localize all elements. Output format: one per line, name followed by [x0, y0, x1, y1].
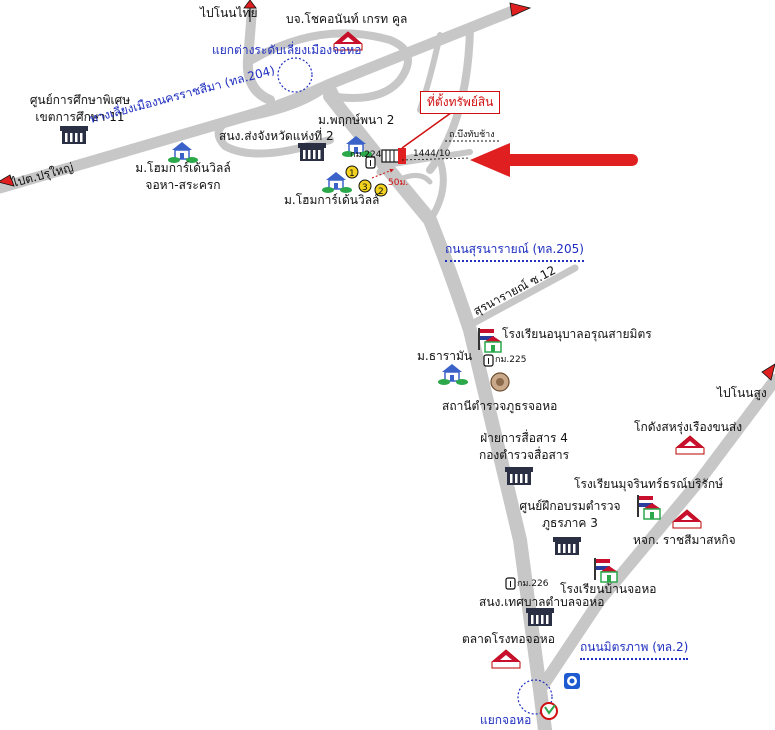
- house-icon: [437, 363, 469, 386]
- label-km225: กม.225: [495, 355, 527, 365]
- building-icon: [60, 126, 88, 144]
- svg-text:3: 3: [362, 183, 368, 193]
- building-icon: [505, 467, 533, 485]
- school-flag-icon: [636, 494, 662, 520]
- property-callout: ที่ตั้งทรัพย์สิน: [420, 91, 501, 114]
- label-municipal: สนง.เทศบาลตำบลจอหอ: [479, 595, 605, 609]
- police-seal-icon: [490, 372, 510, 392]
- label-mittraphap-road: ถนนมิตรภาพ (ทล.2): [580, 638, 689, 660]
- route-marker-3: 3: [358, 179, 372, 193]
- gas-station-icon: [564, 673, 580, 689]
- ptt-logo-icon: [540, 702, 558, 720]
- label-ratchasima-shop: หจก. ราชสีมาสหกิจ: [633, 533, 736, 547]
- label-mujarin-school: โรงเรียนมุจรินทร์ธรณ์บริรักษ์: [574, 477, 724, 491]
- label-home-garden-1: ม.โฮมการ์เด้นวิลล์ จอหา-สระครก: [128, 160, 238, 195]
- label-special-edu-line1: ศูนย์การศึกษาพิเศษ: [29, 93, 131, 107]
- label-plot-number: 1444/10: [413, 149, 451, 159]
- warehouse-roof-icon: [491, 649, 521, 669]
- big-red-arrow-icon: [470, 143, 638, 177]
- label-arun-school: โรงเรียนอนุบาลอรุณสายมิตร: [502, 327, 652, 341]
- label-police-training: ศูนย์ฝึกอบรมตำรวจ ภูธรภาค 3: [510, 498, 630, 533]
- label-police-station: สถานีตำรวจภูธรจอหอ: [442, 399, 558, 413]
- label-home-garden-2: ม.โฮมการ์เด้นวิลล์: [284, 193, 380, 207]
- svg-text:1: 1: [349, 169, 355, 179]
- label-comm-div-line2: กองตำรวจสื่อสาร: [478, 448, 570, 463]
- building-icon: [298, 143, 326, 161]
- label-jor-hor-junction: แยกจอหอ: [480, 713, 532, 727]
- label-phruksa: ม.พฤกษ์พนา 2: [318, 113, 395, 127]
- building-icon: [526, 608, 554, 626]
- km-post-icon: [483, 354, 494, 367]
- label-km226: กม.226: [517, 579, 549, 589]
- junction-circle: [517, 679, 553, 715]
- label-bj-school: โรงเรียนบ้านจอหอ: [560, 582, 657, 596]
- label-km224: กม.224: [350, 150, 382, 160]
- arrow-right-icon: [761, 363, 775, 381]
- label-to-non-thai: ไปโนนไทย: [200, 6, 258, 20]
- warehouse-roof-icon: [675, 435, 705, 455]
- label-home-garden-1-line2: จอหา-สระครก: [145, 178, 221, 193]
- label-comm-div-line1: ฝ่ายการสื่อสาร 4: [480, 431, 568, 445]
- route-marker-2: 2: [374, 183, 388, 197]
- label-police-training-line2: ภูธรภาค 3: [542, 516, 598, 531]
- label-water-dept: สนง.ส่งจังหวัดแห่งที่ 2: [219, 129, 334, 143]
- label-home-garden-1-line1: ม.โฮมการ์เด้นวิลล์: [135, 161, 231, 175]
- label-interchange: แยกต่างระดับเลี่ยงเมืองจอหอ: [212, 43, 362, 57]
- label-surnarai-road: ถนนสุรนารายณ์ (ทล.205): [445, 240, 584, 262]
- label-police-training-line1: ศูนย์ฝึกอบรมตำรวจ: [519, 499, 621, 513]
- arrow-right-icon: [243, 0, 257, 22]
- label-tharaman: ม.ธารามัน: [417, 349, 473, 363]
- label-soi: ถ.บึงทับช้าง: [449, 130, 495, 140]
- km-post-icon: [505, 577, 516, 590]
- arrow-right-icon: [509, 2, 532, 17]
- label-market: ตลาดโรงทอจอหอ: [462, 632, 555, 646]
- school-flag-icon: [593, 557, 619, 583]
- interchange-circle: [277, 57, 313, 93]
- label-distance: 50ม.: [388, 178, 409, 188]
- label-special-edu: ศูนย์การศึกษาพิเศษ เขตการศึกษา 11: [20, 92, 140, 127]
- label-to-non-sung: ไปโนนสูง: [717, 386, 767, 400]
- arrow-right-icon: [0, 174, 15, 187]
- label-chokanan: บจ.โชคอนันท์ เกรท คูล: [286, 12, 408, 26]
- label-special-edu-line2: เขตการศึกษา 11: [35, 110, 125, 125]
- label-warehouse: โกดังสหรุ่งเรืองขนส่ง: [634, 420, 743, 434]
- route-marker-1: 1: [345, 165, 359, 179]
- building-icon: [553, 537, 581, 555]
- school-flag-icon: [477, 327, 503, 353]
- svg-text:2: 2: [378, 187, 384, 197]
- distance-arrow: [371, 168, 394, 179]
- property-plot: [381, 148, 471, 164]
- label-comm-div: ฝ่ายการสื่อสาร 4 กองตำรวจสื่อสาร: [474, 430, 574, 465]
- callout-pointer: [401, 109, 456, 149]
